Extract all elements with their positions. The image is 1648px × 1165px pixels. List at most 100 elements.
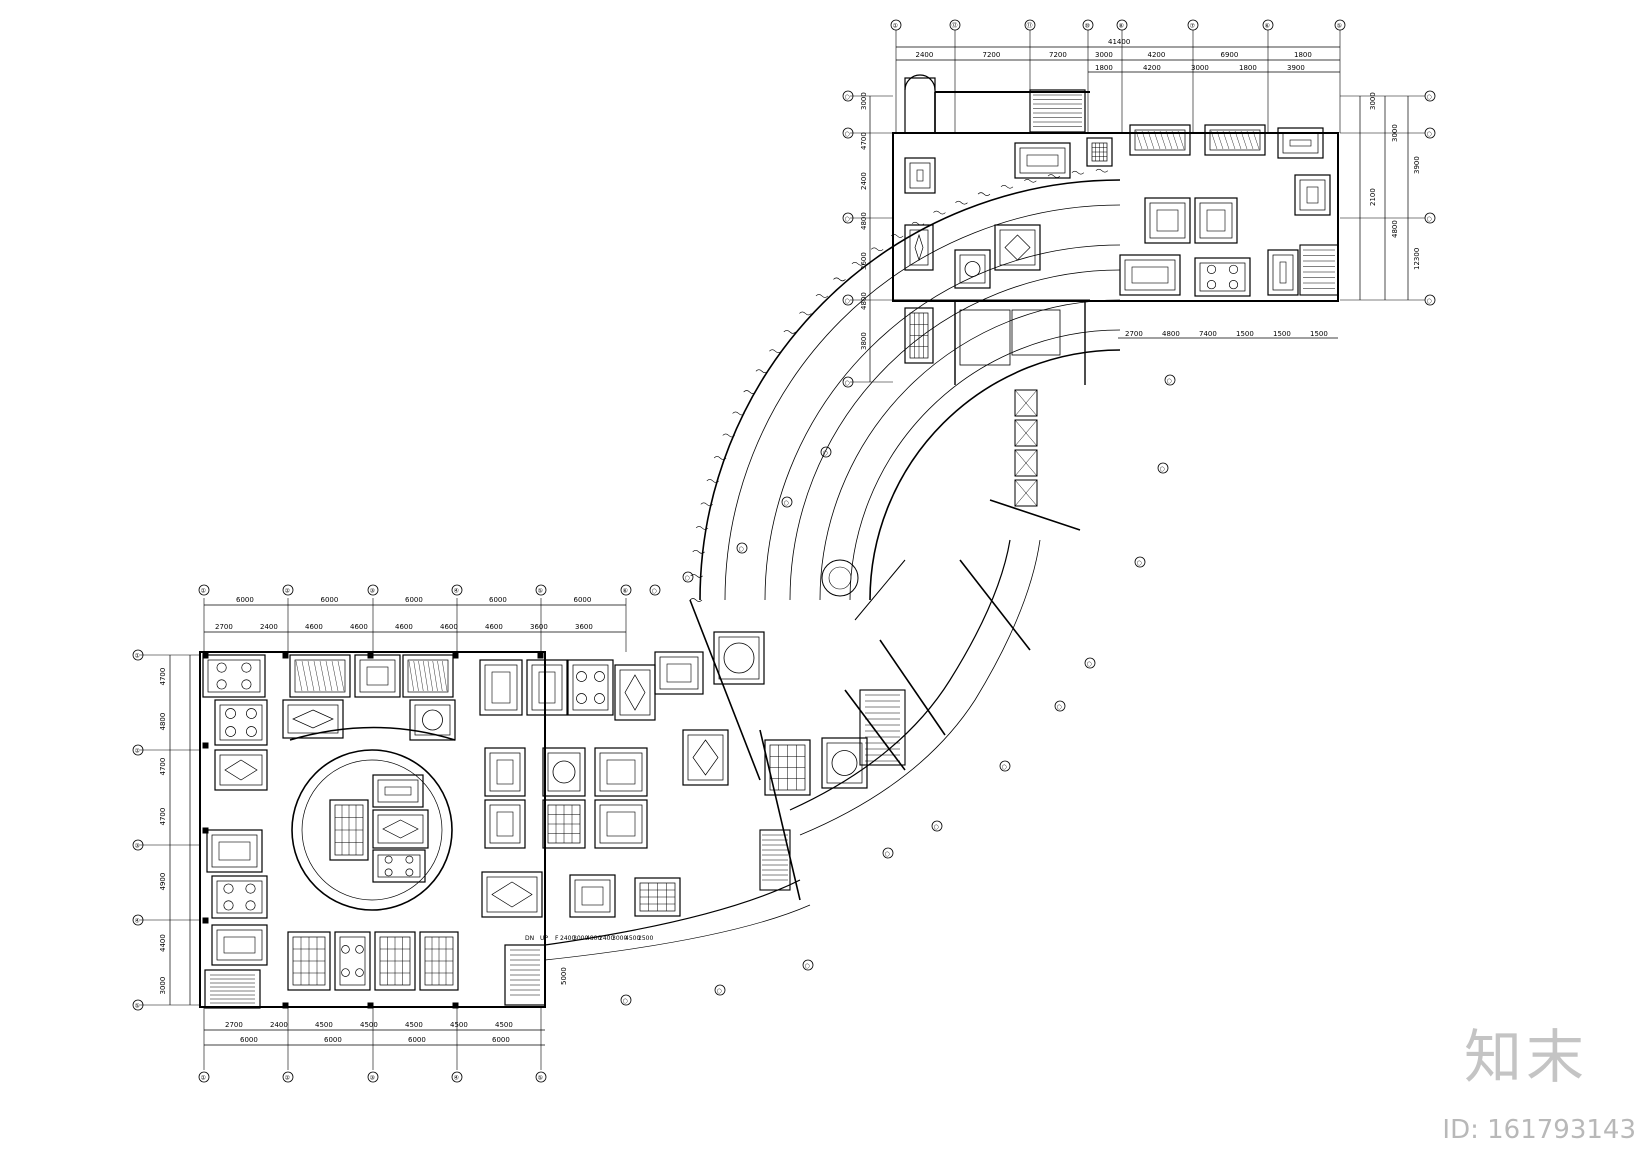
ceiling-room — [654, 651, 704, 695]
ceiling-recess — [718, 636, 760, 680]
axis-bubble — [649, 584, 661, 596]
dimension-label: 4800 — [159, 713, 167, 731]
dimension-label: 4500 — [360, 1021, 378, 1029]
axis-bubble-label: ○ — [885, 851, 890, 858]
watermark-logo: 知末 — [1463, 1023, 1588, 1091]
dimension-label: 3900 — [1413, 156, 1421, 174]
hatch-line — [1210, 130, 1218, 150]
column — [282, 1002, 289, 1009]
ceiling-inner — [1279, 261, 1287, 284]
planting-mark — [1000, 185, 1014, 189]
ceiling-dome — [422, 709, 443, 731]
elevator — [1014, 479, 1038, 507]
downlight — [241, 679, 252, 690]
curved-wall — [789, 269, 1121, 601]
planting-mark — [833, 277, 846, 282]
dimension-label: 6000 — [574, 596, 592, 604]
ceiling-room — [419, 931, 459, 991]
ceiling-recess — [1282, 132, 1319, 154]
ceiling-inner — [1306, 186, 1319, 204]
dimension-label: 3000 — [860, 92, 868, 110]
hatch-line — [1228, 130, 1236, 150]
ceiling-recess — [339, 936, 366, 986]
axis-bubble — [620, 994, 632, 1006]
dimension-label: 3000 — [573, 935, 588, 942]
column — [367, 1002, 374, 1009]
ceiling-room — [484, 747, 526, 797]
ceiling-recess — [294, 659, 346, 693]
hatch-line — [313, 660, 321, 692]
planting-mark — [706, 479, 720, 483]
axis-bubble-label: ⑤ — [538, 588, 543, 595]
ceiling-recess — [287, 704, 339, 734]
elevator-x — [1014, 389, 1038, 417]
axis-bubble — [842, 294, 854, 306]
axis-bubble-label: ○ — [1137, 560, 1142, 567]
ceiling-recess — [1199, 202, 1233, 239]
hatch-line — [1234, 130, 1242, 150]
axis-bubble-label: ② — [285, 588, 291, 595]
downlight — [355, 968, 364, 977]
downlight — [405, 855, 414, 864]
ceiling-recess — [531, 664, 563, 711]
dimension-label: 4800 — [1391, 220, 1399, 238]
dimension-label: 3600 — [530, 623, 548, 631]
downlight — [576, 693, 587, 704]
ceiling-recess — [216, 880, 263, 914]
radial-wall — [689, 599, 761, 781]
ceiling-room — [374, 931, 416, 991]
ceiling-inner — [223, 936, 256, 954]
axis-bubble — [1262, 19, 1274, 31]
hatch-line — [1159, 130, 1167, 150]
downlight — [225, 726, 236, 737]
dimension-label: 4500 — [405, 1021, 423, 1029]
axis-bubble-label: ○ — [805, 963, 810, 970]
axis-bubble-label: ○ — [1057, 704, 1062, 711]
ceiling-recess — [1149, 202, 1186, 239]
dimension-label: 3000 — [1391, 124, 1399, 142]
hatch-line — [413, 660, 419, 692]
ceiling-room — [994, 224, 1041, 271]
dimension-label: 4500 — [625, 935, 640, 942]
axis-bubble-label: ⑤ — [1337, 23, 1342, 30]
dimension-label: 4800 — [586, 935, 601, 942]
ceiling-diamond — [224, 759, 258, 781]
round-hall — [291, 749, 453, 911]
planting-mark — [1047, 174, 1061, 178]
axis-bubble-label: ① — [201, 1075, 206, 1082]
planting-mark — [769, 349, 782, 353]
dimension-label: 1500 — [1310, 330, 1328, 338]
axis-bubble-label: ③ — [370, 1075, 375, 1082]
dimension-label: 2400 — [916, 51, 934, 59]
dimension-label: 6000 — [240, 1036, 258, 1044]
ceiling-diamond — [914, 233, 924, 262]
ceiling-diamond — [382, 819, 419, 839]
axis-bubble-label: ○ — [784, 500, 789, 507]
ceiling-inner — [496, 811, 514, 837]
ceiling-inner — [666, 663, 692, 683]
ceiling-room — [329, 799, 369, 861]
axis-bubble-label: ④ — [454, 1075, 459, 1082]
ceiling-recess — [489, 752, 521, 792]
dimension-label: 2400 — [260, 623, 278, 631]
axis-bubble — [132, 744, 144, 756]
axis-bubble-label: ○ — [652, 588, 657, 595]
ceiling-inner — [496, 759, 514, 785]
downlight — [384, 855, 393, 864]
column — [452, 1002, 459, 1009]
tower-arc — [904, 74, 936, 91]
axis-bubble — [198, 1071, 210, 1083]
hatch-line — [1147, 130, 1155, 150]
axis-bubble-label: ○ — [1087, 661, 1092, 668]
ceiling-inner — [916, 169, 924, 182]
axis-bubble — [367, 1071, 379, 1083]
downlight — [384, 868, 393, 877]
curve-wall — [799, 539, 1041, 836]
ceiling-room — [1267, 249, 1299, 296]
ceiling-room — [214, 699, 268, 746]
dimension-label: 3000 — [612, 935, 627, 942]
curved-wall — [819, 299, 1121, 601]
axis-bubble-label: ○ — [845, 298, 850, 305]
ceiling-room — [904, 307, 934, 364]
ceiling-room — [526, 659, 568, 716]
